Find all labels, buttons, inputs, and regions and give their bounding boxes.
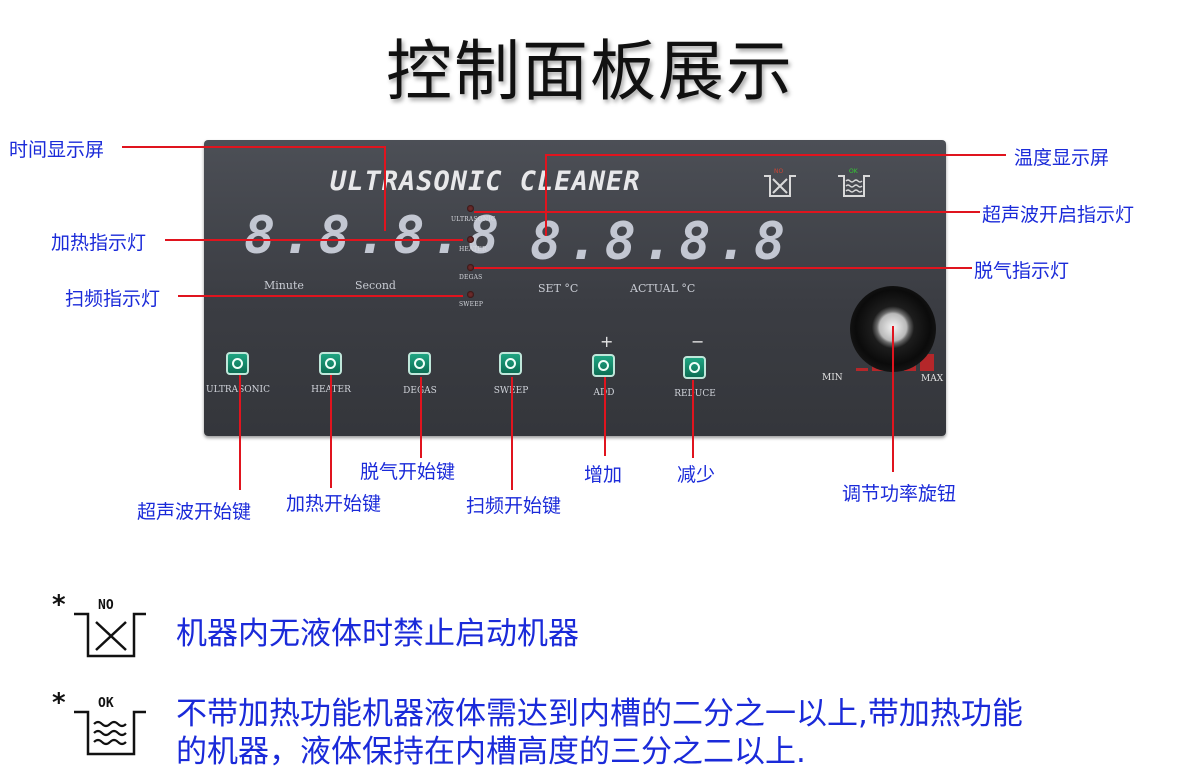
callout-reduce: 减少: [677, 464, 716, 486]
note-star: *: [52, 688, 66, 718]
callout-degas-led: 脱气指示灯: [974, 260, 1070, 282]
callout-sweep-led: 扫频指示灯: [65, 288, 161, 310]
ultrasonic-button[interactable]: [226, 352, 249, 375]
reduce-button[interactable]: [683, 356, 706, 379]
power-icon: [505, 358, 516, 369]
add-symbol: +: [600, 332, 614, 351]
degas-led: [467, 264, 474, 271]
callout-temp-display: 温度显示屏: [1014, 147, 1110, 169]
callout-ultrasonic-led: 超声波开启指示灯: [982, 204, 1135, 226]
callout-degas-key: 脱气开始键: [360, 461, 456, 483]
time-label-minute: Minute: [264, 279, 304, 292]
time-label-second: Second: [355, 279, 396, 292]
callout-ultrasonic-key: 超声波开始键: [137, 501, 252, 523]
ultrasonic-led-label: ULTRASONIC: [451, 216, 496, 223]
ultrasonic-button-label: ULTRASONIC: [206, 385, 270, 395]
degas-button[interactable]: [408, 352, 431, 375]
note-star: *: [52, 590, 66, 620]
ok-liquid-note-icon: [74, 710, 146, 756]
leader-time-display: [122, 146, 386, 231]
heater-led: [467, 236, 474, 243]
note-ok-line2: 的机器，液体保持在内槽高度的三分之二以上.: [176, 734, 806, 770]
callout-time-display: 时间显示屏: [9, 139, 105, 161]
control-panel: [204, 140, 946, 436]
sweep-led: [467, 291, 474, 298]
knob-max-label: MAX: [921, 374, 944, 384]
no-liquid-icon: NO: [764, 168, 796, 197]
temperature-display: 8.8.8.8: [530, 212, 792, 272]
liquid-level-icons: NO OK: [764, 168, 870, 197]
no-liquid-note-icon: [74, 612, 146, 658]
ultrasonic-led: [467, 205, 474, 212]
power-icon: [689, 362, 700, 373]
ok-liquid-icon: OK: [838, 168, 870, 197]
panel-brand: ULTRASONIC CLEANER: [330, 166, 641, 197]
power-icon: [598, 360, 609, 371]
leader-temp-display: [545, 154, 1006, 236]
note-no-text: 机器内无液体时禁止启动机器: [176, 616, 579, 652]
power-bar: [856, 368, 868, 371]
temp-label-actual: ACTUAL °C: [630, 282, 696, 295]
heater-led-label: HEATER: [459, 246, 487, 253]
temp-label-set: SET °C: [538, 282, 579, 295]
note-no-label: NO: [98, 598, 114, 613]
icon-no-label: NO: [774, 168, 783, 175]
page-title: 控制面板展示: [386, 33, 794, 110]
time-display: 8.8.8.8: [244, 206, 506, 266]
power-icon: [325, 358, 336, 369]
callout-heater-key: 加热开始键: [286, 493, 382, 515]
note-ok-label: OK: [98, 696, 114, 711]
callout-knob: 调节功率旋钮: [842, 483, 957, 505]
icon-ok-label: OK: [849, 168, 859, 175]
sweep-led-label: SWEEP: [459, 301, 484, 308]
degas-led-label: DEGAS: [459, 274, 483, 281]
power-icon: [414, 358, 425, 369]
heater-button[interactable]: [319, 352, 342, 375]
degas-button-label: DEGAS: [403, 386, 437, 396]
note-ok-line1: 不带加热功能机器液体需达到内槽的二分之一以上,带加热功能: [176, 696, 1023, 732]
add-button[interactable]: [592, 354, 615, 377]
callout-sweep-key: 扫频开始键: [466, 495, 562, 517]
callout-heater-led: 加热指示灯: [51, 232, 147, 254]
sweep-button[interactable]: [499, 352, 522, 375]
reduce-symbol: −: [691, 332, 705, 351]
callout-add: 增加: [584, 464, 623, 486]
reduce-button-label: REDUCE: [674, 389, 716, 399]
power-icon: [232, 358, 243, 369]
knob-min-label: MIN: [822, 373, 843, 383]
